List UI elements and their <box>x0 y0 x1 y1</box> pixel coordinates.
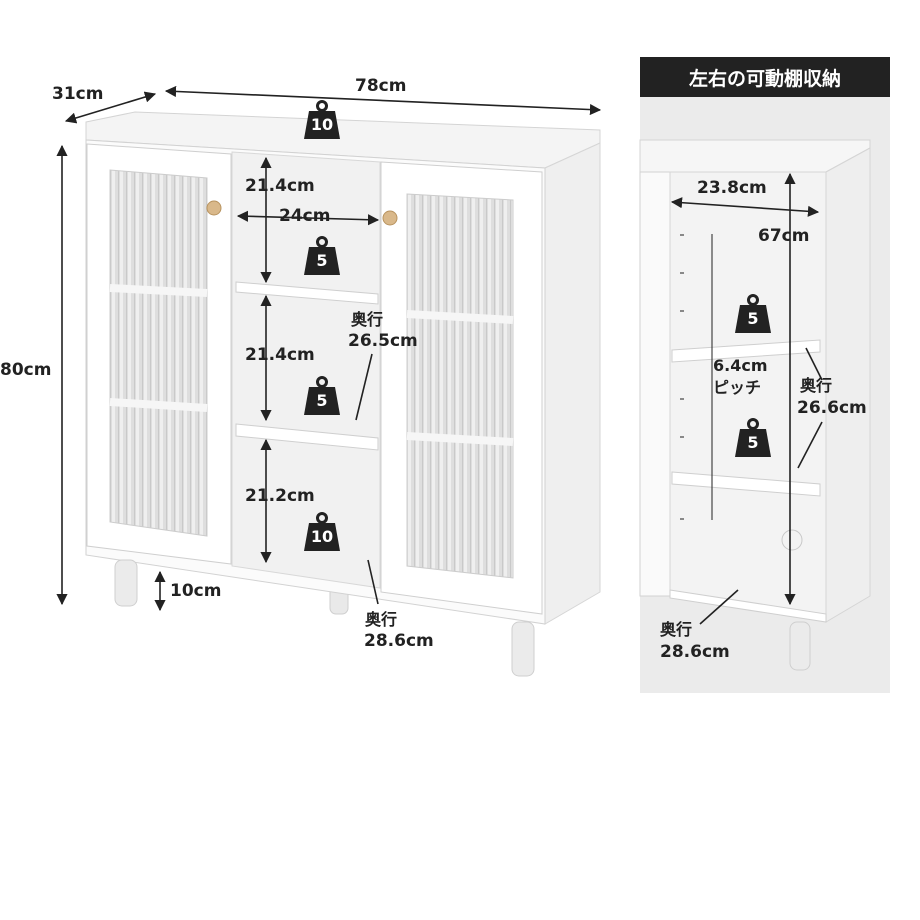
depth-mid-prefix: 奥行 <box>351 310 384 329</box>
left-door-glass <box>109 169 208 537</box>
shelf-height-label-2: 21.4cm <box>245 345 315 365</box>
shelf-height-label-1: 21.4cm <box>245 176 315 196</box>
legs-label: 10cm <box>170 581 222 601</box>
peg-holes <box>680 234 684 520</box>
main-cabinet <box>85 111 601 677</box>
shelf-width-label: 24cm <box>279 206 331 226</box>
cabinet-shelf <box>235 281 379 305</box>
pitch-word-label: ピッチ <box>713 378 762 397</box>
door-knob <box>206 200 222 216</box>
inset-shelf <box>671 471 821 497</box>
weight-value: 5 <box>747 433 759 452</box>
weight-icon: 5 <box>302 376 342 416</box>
weight-icon: 10 <box>302 100 342 140</box>
pitch-value-label: 6.4cm <box>713 356 768 375</box>
inset-height-label: 67cm <box>758 226 810 246</box>
inset-depth-bottom-prefix: 奥行 <box>660 620 693 639</box>
depth-bottom-leader <box>367 559 379 605</box>
cabinet-side <box>544 142 601 625</box>
inset-depth-mid-prefix: 奥行 <box>800 376 833 395</box>
inset-depth-mid-leader-2 <box>797 421 823 469</box>
cabinet-leg <box>114 559 138 607</box>
inset-depth-mid-value: 26.6cm <box>797 398 867 418</box>
weight-value: 5 <box>316 391 328 410</box>
width-label: 78cm <box>355 76 407 96</box>
depth-label: 31cm <box>52 84 104 104</box>
weight-value: 10 <box>310 115 334 134</box>
weight-icon: 5 <box>302 236 342 276</box>
weight-value: 5 <box>316 251 328 270</box>
right-door-glass <box>406 193 514 579</box>
inset-depth-bottom-leader <box>699 589 739 625</box>
weight-icon: 5 <box>733 294 773 334</box>
inset-depth-bottom-value: 28.6cm <box>660 642 730 662</box>
inset-width-label: 23.8cm <box>697 178 767 198</box>
depth-bottom-value: 28.6cm <box>364 631 434 651</box>
door-knob <box>382 210 398 226</box>
inset-side <box>825 147 871 623</box>
width-arrow <box>164 85 602 116</box>
cabinet-leg <box>511 621 535 677</box>
inset-title: 左右の可動棚収納 <box>640 57 890 97</box>
inset-leg <box>789 621 811 671</box>
inset-door-edge <box>639 171 671 597</box>
weight-icon: 5 <box>733 418 773 458</box>
main-dimensions <box>56 85 602 612</box>
inset-dimensions <box>670 172 823 625</box>
weight-value: 10 <box>310 527 334 546</box>
inset-bottom <box>669 589 827 623</box>
depth-bottom-prefix: 奥行 <box>365 610 398 629</box>
depth-mid-value: 26.5cm <box>348 331 418 351</box>
cabinet-shelf <box>235 423 379 451</box>
shelf-height-label-3: 21.2cm <box>245 486 315 506</box>
inset-depth-mid-leader <box>805 347 823 381</box>
height-label: 80cm <box>0 360 52 380</box>
inset-shelf <box>671 339 821 363</box>
weight-icon: 10 <box>302 512 342 552</box>
weight-value: 5 <box>747 309 759 328</box>
depth-mid-leader <box>355 353 373 421</box>
depth-arrow <box>64 91 157 124</box>
